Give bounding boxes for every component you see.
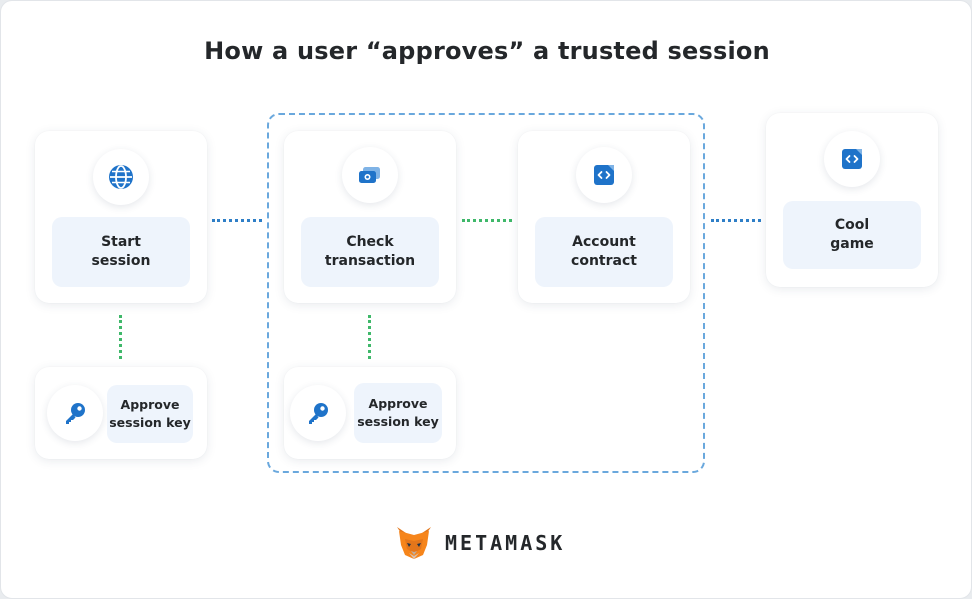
key-icon xyxy=(47,385,103,441)
code-file-icon xyxy=(576,147,632,203)
node-approve-session-key-1: Approve session key xyxy=(35,367,207,459)
node-label: Cool game xyxy=(783,201,921,269)
connector-check-to-account xyxy=(462,219,512,222)
globe-icon xyxy=(93,149,149,205)
node-approve-session-key-2: Approve session key xyxy=(284,367,456,459)
key-icon xyxy=(290,385,346,441)
node-label: Start session xyxy=(52,217,190,287)
start-session-label: Start session xyxy=(91,234,151,269)
connector-start-to-check xyxy=(212,219,262,222)
node-check-transaction: Check transaction xyxy=(284,131,456,303)
approve-key-2-label: Approve session key xyxy=(357,396,439,429)
metamask-fox-logo xyxy=(397,527,431,559)
node-start-session: Start session xyxy=(35,131,207,303)
cool-game-label: Cool game xyxy=(830,217,874,252)
node-label: Approve session key xyxy=(354,383,442,443)
connector-check-to-approve xyxy=(368,315,371,359)
approve-key-1-label: Approve session key xyxy=(109,397,191,430)
connector-start-to-approve xyxy=(119,315,122,359)
trusted-session-group xyxy=(267,113,705,473)
node-account-contract: Account contract xyxy=(518,131,690,303)
check-transaction-label: Check transaction xyxy=(324,234,416,269)
account-contract-label: Account contract xyxy=(571,234,637,269)
money-icon xyxy=(342,147,398,203)
brand-name: METAMASK xyxy=(445,531,566,555)
node-label: Check transaction xyxy=(301,217,439,287)
node-label: Account contract xyxy=(535,217,673,287)
node-cool-game: Cool game xyxy=(766,113,938,287)
metamask-brand: METAMASK xyxy=(395,525,565,561)
code-file-icon xyxy=(824,131,880,187)
diagram-title: How a user “approves” a trusted session xyxy=(204,37,770,65)
connector-account-to-game xyxy=(711,219,761,222)
node-label: Approve session key xyxy=(107,385,193,443)
